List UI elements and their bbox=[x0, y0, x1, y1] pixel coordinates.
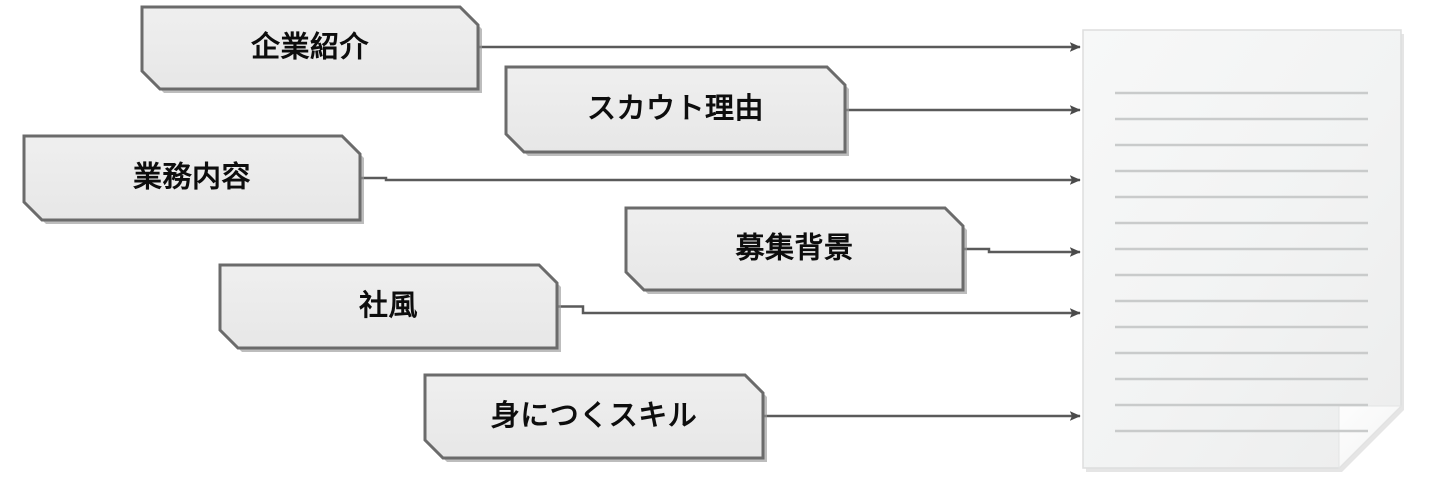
connector-arrow-4 bbox=[963, 247, 1081, 257]
node-label: 募集背景 bbox=[734, 232, 853, 265]
connector-line bbox=[557, 305, 1081, 318]
connector-line bbox=[360, 175, 1081, 185]
connector-group bbox=[360, 42, 1081, 421]
connector-line bbox=[963, 247, 1081, 257]
document-fold-corner bbox=[1338, 405, 1403, 470]
node-社風[interactable]: 社風 bbox=[218, 263, 561, 352]
node-shape[interactable] bbox=[22, 134, 362, 222]
node-企業紹介[interactable]: 企業紹介 bbox=[140, 5, 482, 93]
node-label: 社風 bbox=[359, 289, 418, 322]
node-label: 企業紹介 bbox=[251, 30, 370, 64]
node-shape[interactable] bbox=[624, 206, 965, 292]
node-募集背景[interactable]: 募集背景 bbox=[624, 206, 967, 294]
node-業務内容[interactable]: 業務内容 bbox=[22, 134, 364, 224]
connector-arrow-3 bbox=[360, 175, 1081, 185]
node-スカウト理由[interactable]: スカウト理由 bbox=[504, 65, 849, 156]
connector-arrow-5 bbox=[557, 305, 1081, 318]
node-身につくスキル[interactable]: 身につくスキル bbox=[423, 373, 767, 462]
node-label: 身につくスキル bbox=[491, 399, 698, 432]
node-shape[interactable] bbox=[423, 373, 765, 460]
document-page bbox=[1082, 29, 1404, 472]
document-ruled-lines bbox=[1115, 91, 1368, 433]
node-label: スカウト理由 bbox=[587, 92, 764, 125]
node-shape[interactable] bbox=[504, 65, 847, 154]
node-shape[interactable] bbox=[218, 263, 559, 350]
node-shape[interactable] bbox=[140, 5, 480, 91]
node-label: 業務内容 bbox=[133, 160, 251, 194]
